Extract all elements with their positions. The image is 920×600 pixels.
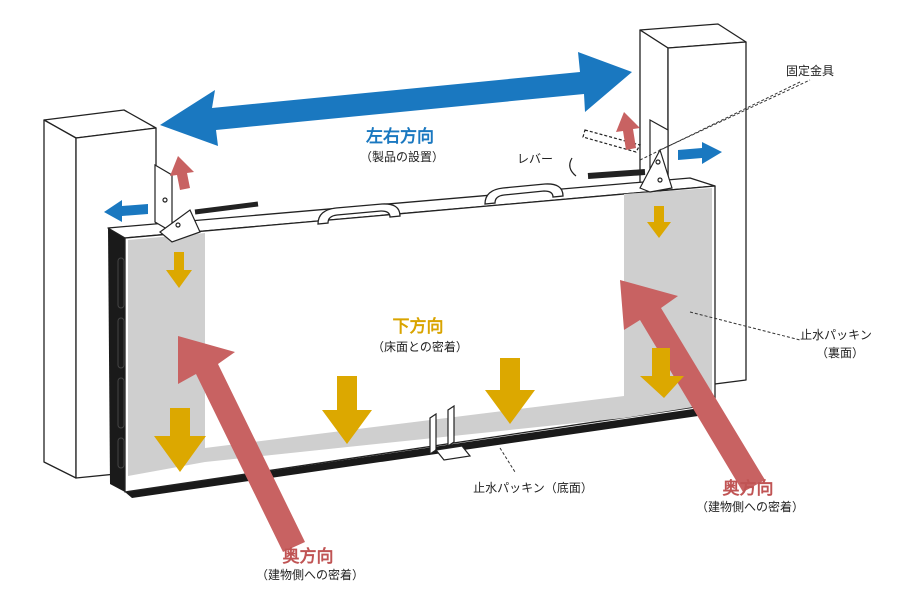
red-arrow-big-left bbox=[178, 336, 305, 552]
handles bbox=[317, 183, 564, 225]
blue-arrow-right bbox=[678, 142, 722, 164]
down-title: 下方向 bbox=[392, 317, 444, 337]
red-arrow-small-right bbox=[616, 112, 640, 150]
red-arrow-big-right bbox=[620, 280, 765, 492]
packing-back-label: 止水パッキン bbox=[800, 328, 872, 342]
left-bracket bbox=[154, 163, 259, 243]
yellow-arrows bbox=[154, 206, 684, 472]
left-right-subtitle: （製品の設置） bbox=[359, 150, 445, 164]
right-bracket bbox=[569, 118, 673, 193]
blue-arrows bbox=[104, 52, 722, 222]
floor-stopper bbox=[429, 404, 472, 461]
left-right-double-arrow bbox=[160, 52, 632, 146]
back-left-subtitle: （建物側への密着） bbox=[255, 568, 365, 582]
packing-back-sub: （裏面） bbox=[815, 346, 865, 360]
bracket-label: 固定金具 bbox=[786, 64, 835, 78]
back-left-title: 奥方向 bbox=[282, 547, 334, 567]
packing-bottom-label: 止水パッキン（底面） bbox=[473, 481, 593, 495]
back-right-subtitle: （建物側への密着） bbox=[695, 500, 805, 514]
down-subtitle: （床面との密着） bbox=[372, 340, 468, 354]
lever-label: レバー bbox=[517, 152, 554, 166]
back-right-title: 奥方向 bbox=[722, 479, 774, 499]
red-arrow-small-left bbox=[170, 156, 194, 190]
bottom-packing bbox=[205, 396, 624, 462]
blue-arrow-left bbox=[104, 200, 148, 222]
left-right-title: 左右方向 bbox=[366, 127, 434, 147]
